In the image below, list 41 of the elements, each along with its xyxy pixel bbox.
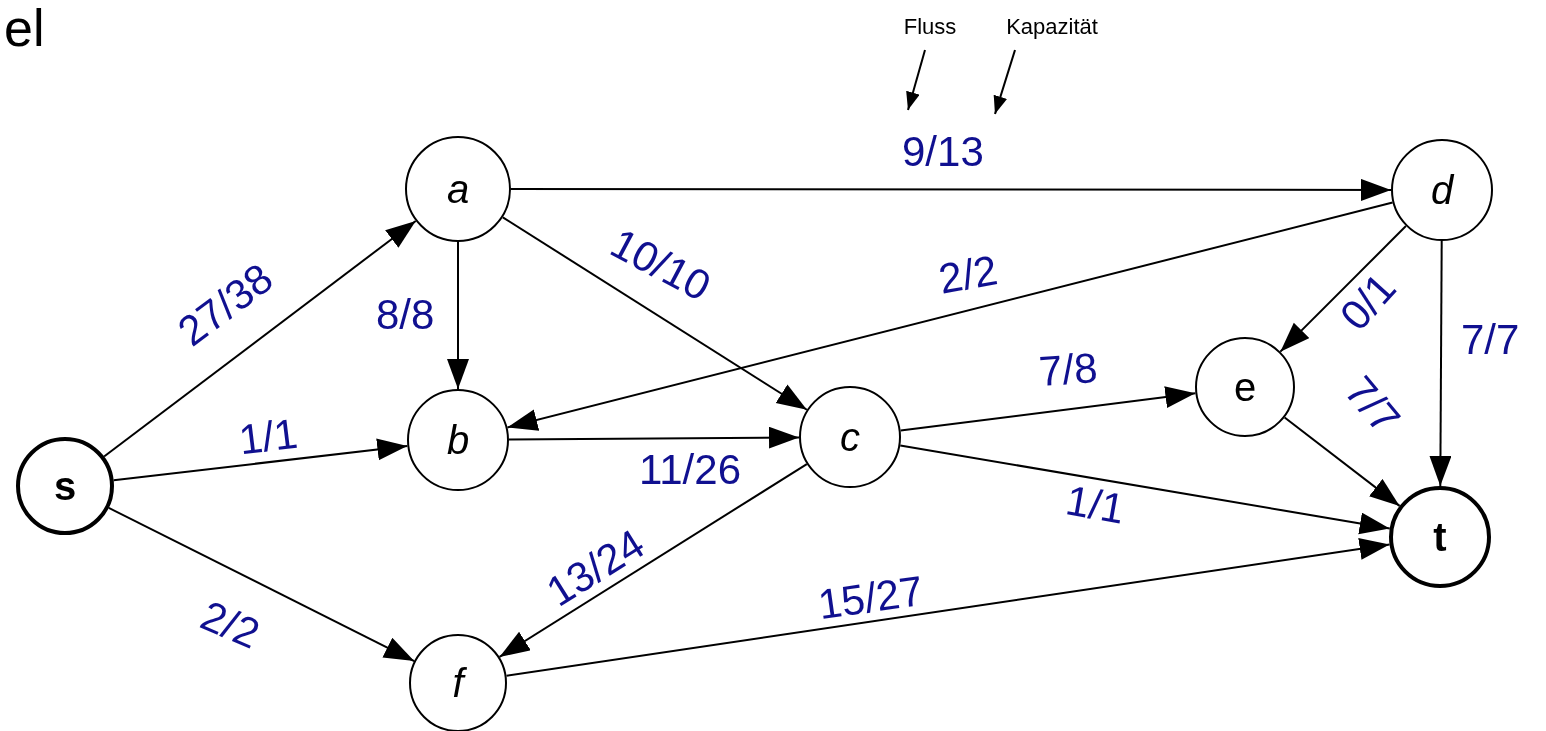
edge-label: 2/2 — [195, 594, 266, 656]
arrow — [1279, 225, 1407, 353]
vertex-circle: e — [1195, 337, 1295, 437]
arrow — [1283, 416, 1401, 507]
vertex-circle: c — [799, 386, 901, 488]
arrow — [899, 386, 1197, 432]
leader-line — [906, 49, 926, 111]
edge-label: 1/1 — [236, 412, 300, 462]
arrow — [447, 241, 469, 390]
vertex-circle: b — [407, 389, 509, 491]
edge-label: 10/10 — [603, 221, 717, 309]
arrow — [1429, 240, 1452, 487]
annotation-text: Kapazität — [992, 14, 1112, 40]
vertex-circle: a — [405, 136, 511, 242]
edge-label: 11/26 — [639, 449, 741, 491]
edge-label: 7/7 — [1461, 319, 1520, 361]
arrow — [510, 178, 1392, 201]
vertex-circle: f — [409, 634, 507, 731]
vertex-circle: s — [16, 437, 114, 535]
leader-line — [993, 49, 1016, 115]
annotation-text: Fluss — [870, 14, 990, 40]
arrow — [103, 219, 417, 458]
vertex-circle: d — [1391, 139, 1493, 241]
vertex-circle: t — [1389, 486, 1491, 588]
edge-label: 0/1 — [1333, 266, 1404, 338]
edge-label: 15/27 — [815, 569, 925, 627]
edge-label: 7/8 — [1037, 347, 1099, 393]
arrow — [506, 201, 1394, 431]
arrow — [508, 426, 800, 449]
arrow — [498, 463, 808, 658]
edge-label: 8/8 — [376, 294, 435, 336]
edge-label: 2/2 — [935, 249, 1001, 301]
arrow — [112, 438, 409, 482]
edge-label: 9/13 — [902, 131, 984, 173]
arrow — [899, 444, 1391, 535]
arrow — [501, 216, 808, 411]
arrow — [107, 506, 416, 663]
edge-label: 1/1 — [1062, 479, 1128, 531]
arrow — [505, 538, 1391, 677]
heading-fragment: el — [4, 2, 45, 54]
edge-label: 7/7 — [1337, 369, 1408, 441]
